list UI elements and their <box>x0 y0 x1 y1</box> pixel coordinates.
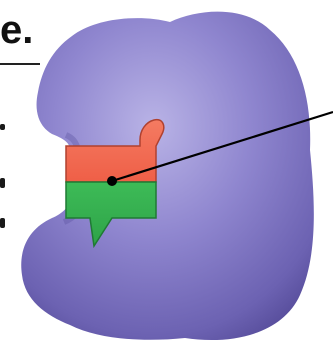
enzyme-protein-shape <box>21 12 314 340</box>
pointer-dot <box>107 176 117 186</box>
